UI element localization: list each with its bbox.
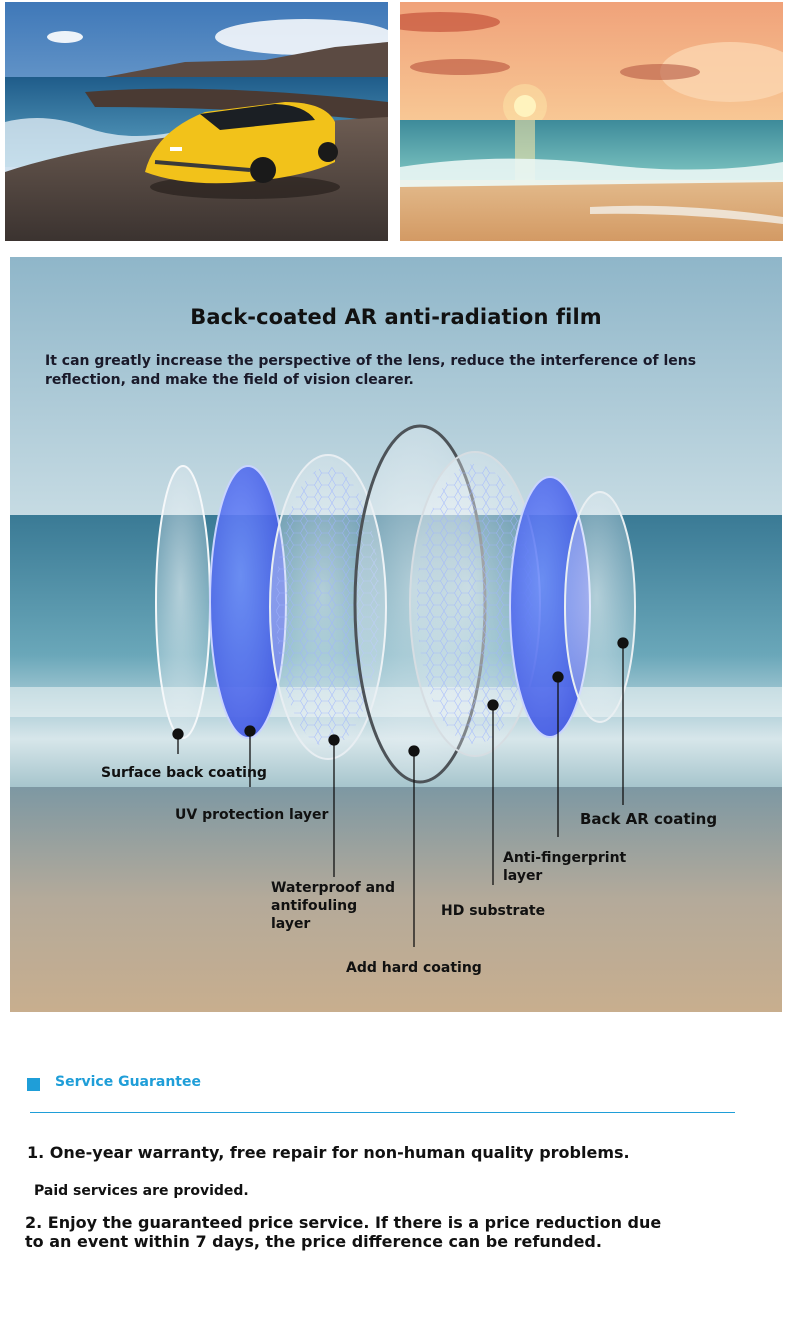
label-uv-protection: UV protection layer	[175, 807, 329, 823]
lens-disc-back-ar	[564, 491, 636, 723]
car-coast-photo	[5, 2, 388, 241]
label-waterproof: Waterproof and antifouling layer	[271, 880, 396, 932]
label-surface-back-coating: Surface back coating	[101, 765, 267, 781]
label-hd-substrate: HD substrate	[441, 903, 546, 919]
service-item-note: Paid services are provided.	[34, 1183, 249, 1199]
lens-disc-surface-back	[155, 465, 211, 739]
lens-diagram	[10, 257, 782, 1012]
label-hard-coating: Add hard coating	[346, 960, 482, 976]
panel-title: Back-coated AR anti-radiation film	[190, 305, 602, 329]
panel-description: It can greatly increase the perspective …	[45, 353, 697, 388]
service-item-price-guarantee: 2. Enjoy the guaranteed price service. I…	[25, 1213, 662, 1251]
label-anti-fingerprint: Anti-fingerprint layer	[503, 850, 627, 884]
section-divider	[30, 1112, 735, 1113]
label-back-ar: Back AR coating	[580, 810, 718, 828]
lens-hex-pattern	[276, 467, 380, 747]
lens-hex-pattern-2	[417, 464, 533, 744]
sunset-beach-photo	[400, 2, 783, 241]
section-marker-icon	[27, 1078, 40, 1091]
service-heading: Service Guarantee	[55, 1074, 201, 1090]
service-item-warranty: 1. One-year warranty, free repair for no…	[27, 1143, 630, 1162]
lens-layers-panel: Back-coated AR anti-radiation film It ca…	[10, 257, 782, 1012]
